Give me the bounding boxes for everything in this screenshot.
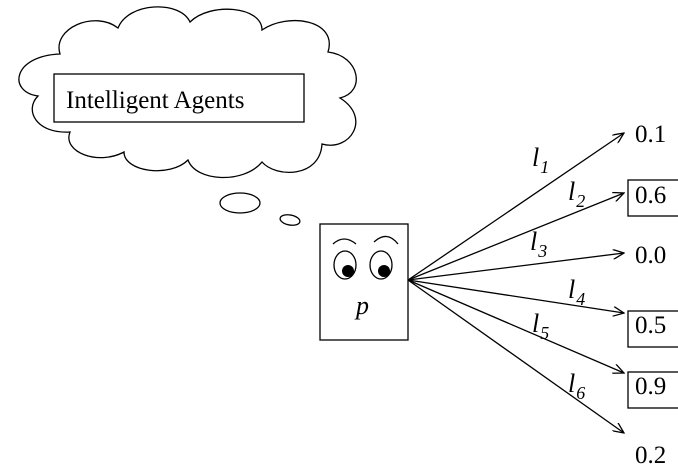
left-eyebrow-icon (332, 238, 357, 245)
thought-label-box (53, 73, 305, 123)
thought-cloud-outline (18, 6, 357, 179)
link-arrow-4 (407, 279, 624, 313)
link-label-2: l2 (568, 177, 585, 211)
agent-box: p (319, 223, 409, 341)
agent-label: p (354, 291, 369, 320)
link-value-5: 0.9 (635, 373, 666, 400)
link-label-6: l6 (568, 369, 585, 403)
link-arrow-2 (407, 193, 624, 281)
link-label-5: l5 (532, 309, 549, 343)
thought-bubble-small (279, 214, 301, 226)
link-value-4: 0.5 (635, 312, 666, 339)
right-pupil-icon (378, 265, 390, 277)
link-label-3: l3 (530, 227, 547, 261)
right-eye-icon (369, 250, 393, 280)
left-eye-icon (333, 250, 357, 280)
thought-cloud (18, 6, 357, 226)
link-value-1: 0.1 (635, 121, 666, 148)
links-layer: l1 0.1 l2 0.6 l3 0.0 l4 0.5 l5 0.9 l6 0.2 (407, 121, 678, 469)
link-arrow-3 (407, 253, 624, 281)
agent-box-frame (319, 223, 409, 341)
link-value-6: 0.2 (635, 442, 666, 469)
link-value-3: 0.0 (635, 242, 666, 269)
value-box-2 (627, 179, 678, 217)
link-arrow-1 (407, 133, 624, 281)
link-value-2: 0.6 (635, 182, 666, 209)
left-pupil-icon (342, 265, 354, 277)
link-label-1: l1 (532, 143, 549, 177)
value-box-5 (627, 371, 678, 409)
link-label-4: l4 (568, 275, 585, 309)
thought-label: Intelligent Agents (66, 87, 244, 114)
link-arrow-5 (407, 279, 624, 373)
value-box-4 (627, 310, 678, 348)
thought-bubble-medium (219, 192, 261, 214)
right-eyebrow-icon (373, 235, 399, 245)
link-arrow-6 (407, 279, 624, 433)
